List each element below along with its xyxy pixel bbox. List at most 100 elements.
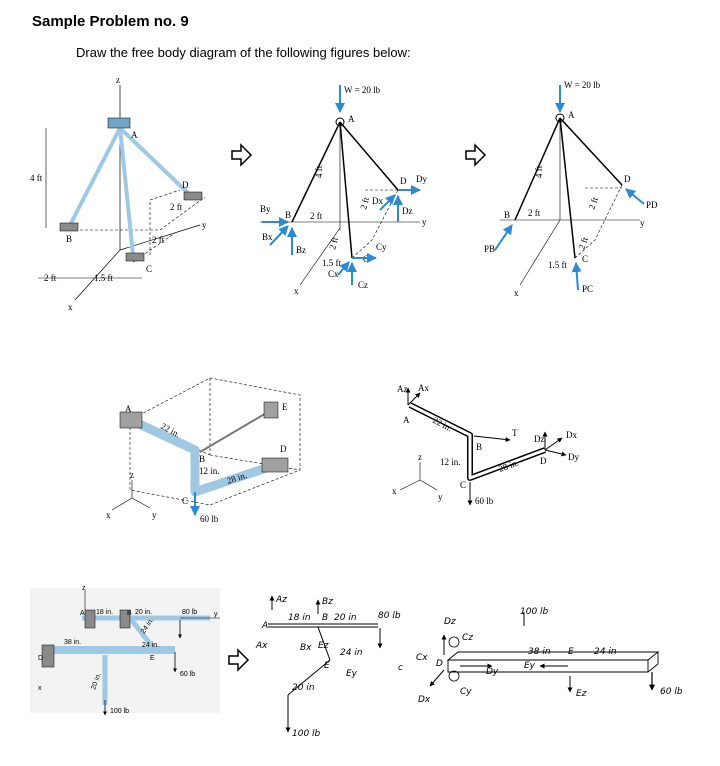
label-x: x — [38, 685, 42, 692]
label-d38: 38 in. — [64, 639, 81, 646]
label-d2ft_b: 2 ft — [358, 196, 371, 211]
label-E: E — [150, 655, 155, 662]
label-C: C — [182, 496, 188, 506]
label-x: x — [392, 486, 397, 496]
label-D: D — [280, 444, 287, 454]
label-A: A — [125, 404, 132, 414]
label-Dz: Dz — [534, 434, 545, 444]
label-z: z — [116, 75, 120, 85]
label-Dx: Dx — [372, 196, 383, 206]
label-Dy: Dy — [568, 452, 579, 462]
pipe-fbd: T Az Ax A B C D Dz Dx Dy 60 lb 22 in. 12… — [392, 383, 579, 506]
tripod-fbd-forces: W = 20 lb A x y B C D PB PC PD 4 ft 2 ft… — [484, 80, 658, 298]
label-d20: 20 in. — [135, 609, 152, 616]
label-d38: 38 in — [528, 647, 551, 657]
label-d28: 28 in. — [497, 457, 520, 473]
label-x: x — [68, 302, 73, 312]
dim-2ft-b: 2 ft — [152, 235, 165, 245]
dim-2ft-c: 2 ft — [44, 273, 57, 283]
label-T: T — [512, 428, 518, 438]
label-x: x — [106, 510, 111, 520]
label-d20b: 20 in — [292, 683, 315, 693]
label-C: C — [460, 480, 466, 490]
label-y: y — [202, 220, 207, 230]
label-Dx: Dx — [418, 695, 431, 705]
label-B: B — [476, 442, 482, 452]
label-D: D — [38, 655, 43, 662]
label-d12: 12 in. — [440, 457, 461, 467]
label-B: B — [127, 610, 132, 617]
label-E: E — [324, 661, 330, 671]
label-Ax: Ax — [255, 641, 268, 651]
label-Bz: Bz — [322, 597, 333, 607]
label-d24: 24 in — [340, 648, 363, 658]
label-l80: 80 lb — [378, 611, 401, 621]
label-Cy: Cy — [376, 242, 387, 252]
label-d15ft: 1.5 ft — [322, 258, 341, 268]
pipe-figure: A B C D E 22 in. 12 in. 28 in. 60 lb z x… — [106, 377, 301, 524]
dim-4ft: 4 ft — [30, 173, 43, 183]
label-Ez: Ez — [318, 641, 329, 651]
label-Az: Az — [275, 595, 287, 605]
label-y: y — [214, 611, 218, 618]
label-d18: 18 in. — [96, 609, 113, 616]
dim-1.5ft: 1.5 ft — [94, 273, 113, 283]
label-d2ft: 2 ft — [310, 211, 323, 221]
label-E: E — [282, 402, 288, 412]
label-D: D — [182, 180, 189, 190]
label-l60: 60 lb — [660, 687, 683, 697]
label-Ey: Ey — [524, 661, 536, 671]
label-By: By — [260, 204, 271, 214]
label-Dx: Dx — [566, 430, 577, 440]
label-A: A — [403, 415, 410, 425]
dim-2ft-a: 2 ft — [170, 202, 183, 212]
label-d12: 12 in. — [199, 466, 220, 476]
label-A: A — [131, 130, 138, 140]
frame-figure: z y A B D E x 18 in. 20 in. 38 in. 24 in… — [30, 585, 220, 716]
label-Bx: Bx — [300, 643, 312, 653]
label-z: z — [130, 470, 134, 480]
label-A: A — [348, 114, 355, 124]
label-PB: PB — [484, 244, 495, 254]
label-d2ft_b: 2 ft — [586, 195, 600, 210]
tripod-fbd-components: W = 20 lb A x y B C D By Bx Bz Dy Dx Dz … — [260, 85, 427, 296]
label-B: B — [504, 210, 510, 220]
label-l100: 100 lb — [110, 708, 129, 715]
label-C: C — [146, 264, 152, 274]
tripod-figure: z x y A B C D 4 ft 2 ft 2 ft 2 ft 1.5 ft — [30, 75, 207, 312]
label-B: B — [66, 234, 72, 244]
arrow-right-icon — [465, 143, 487, 167]
label-E: E — [568, 647, 574, 657]
label-l60: 60 lb — [180, 671, 195, 678]
label-W: W = 20 lb — [564, 80, 601, 90]
label-d4ft: 4 ft — [314, 165, 324, 178]
label-Ax: Ax — [418, 383, 429, 393]
label-l100: 100 lb — [292, 729, 321, 739]
label-d20: 20 in — [334, 613, 357, 623]
label-l100: 100 lb — [520, 607, 549, 617]
arrow-right-icon — [231, 143, 253, 167]
label-Dz: Dz — [402, 206, 413, 216]
label-PC: PC — [582, 284, 593, 294]
label-d15ft: 1.5 ft — [548, 260, 567, 270]
label-y: y — [640, 218, 645, 228]
label-Dy: Dy — [486, 667, 499, 677]
label-C: C — [582, 254, 588, 264]
label-d28: 28 in. — [226, 470, 249, 486]
label-B: B — [199, 454, 205, 464]
label-Ey: Ey — [346, 669, 358, 679]
label-D: D — [436, 659, 443, 669]
label-B: B — [322, 613, 328, 623]
label-Cy: Cy — [460, 687, 472, 697]
label-Cx: Cx — [416, 653, 428, 663]
label-d2ft_c: 2 ft — [327, 236, 340, 251]
label-load: 60 lb — [200, 514, 219, 524]
problem-instruction: Draw the free body diagram of the follow… — [76, 45, 411, 60]
label-y: y — [422, 217, 427, 227]
label-d2ft_c: 2 ft — [576, 235, 590, 250]
label-Dz: Dz — [444, 617, 456, 627]
label-Bz: Bz — [296, 245, 306, 255]
arrow-right-icon — [228, 648, 250, 672]
label-c: c — [398, 663, 403, 673]
